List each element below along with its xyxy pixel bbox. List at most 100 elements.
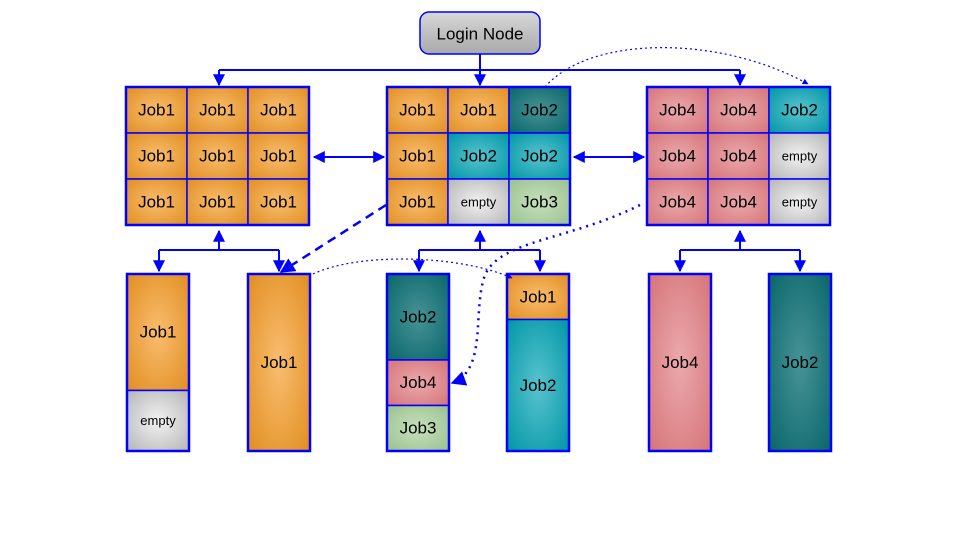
cluster-2-cell-r2c2-label: Job2 [460, 147, 497, 166]
cluster-2-cell-r3c1[interactable]: Job1 [386, 178, 449, 226]
cluster-1-cell-r1c2[interactable]: Job1 [186, 86, 249, 134]
cluster-1-grid-border [124, 85, 311, 227]
connectors [153, 47, 809, 386]
cluster-2-cell-r3c3[interactable]: Job3 [508, 178, 571, 226]
cluster-2-cell-r3c2[interactable]: empty [447, 178, 510, 226]
cluster-2-node-1-slot-3-label: Job3 [400, 419, 437, 438]
cluster-2-cell-r1c3-label: Job2 [521, 101, 558, 120]
cluster-3-cell-r3c1-label: Job4 [659, 193, 696, 212]
cluster-3-node-2-slot-1-label: Job2 [782, 353, 819, 372]
cluster-2-cell-r1c1-label: Job1 [399, 101, 436, 120]
cluster-1-cell-r3c1[interactable]: Job1 [125, 178, 188, 226]
cluster-3-cell-r2c2[interactable]: Job4 [707, 132, 770, 180]
migration-thin-dotted-c2-to-c3 [544, 47, 809, 88]
cluster-3-cell-r3c2[interactable]: Job4 [707, 178, 770, 226]
cluster-2-grid-border [385, 85, 572, 227]
cluster-1-cell-r1c3-label: Job1 [260, 101, 297, 120]
cluster-3-cell-r1c3-label: Job2 [781, 101, 818, 120]
migration-thin-dotted-node-to-node [312, 258, 513, 279]
cluster-1-cell-r3c3[interactable]: Job1 [247, 178, 310, 226]
cluster-3-cell-r1c1-label: Job4 [659, 101, 696, 120]
cluster-3-cell-r2c1[interactable]: Job4 [646, 132, 709, 180]
cluster-2-node-1-slot-3[interactable]: Job3 [386, 404, 450, 452]
cluster-1-cell-r1c2-label: Job1 [199, 101, 236, 120]
cluster-1-node-1-border [125, 272, 191, 453]
cluster-2-node-2-border [505, 272, 571, 453]
cluster-2-node-2-slot-2-label: Job2 [520, 376, 557, 395]
cluster-2-cell-r3c2-label: empty [461, 195, 497, 210]
cluster-1-node-2-slot-1[interactable]: Job1 [247, 273, 311, 452]
cluster-2-cell-r3c1-label: Job1 [399, 193, 436, 212]
cluster-1-cell-r3c2-label: Job1 [199, 193, 236, 212]
cluster-3-cell-r2c3[interactable]: empty [768, 132, 831, 180]
cluster-1-node-1-slot-2-label: empty [140, 413, 176, 428]
cluster-2-cell-r2c3[interactable]: Job2 [508, 132, 571, 180]
cluster-2-node-1-slot-2-label: Job4 [400, 373, 437, 392]
cluster-3-cell-r2c3-label: empty [782, 149, 818, 164]
cluster-1-node-1-slot-1[interactable]: Job1 [126, 273, 190, 392]
cluster-1-node-1-slot-1-label: Job1 [140, 323, 177, 342]
cluster-3-node-2-border [767, 272, 833, 453]
cluster-3-cell-r1c2-label: Job4 [720, 101, 757, 120]
cluster-3-cell-r2c1-label: Job4 [659, 147, 696, 166]
cluster-3-node-1-slot-1-label: Job4 [662, 353, 699, 372]
cluster-2-node-1-slot-1[interactable]: Job2 [386, 273, 450, 361]
cluster-2-cell-r2c3-label: Job2 [521, 147, 558, 166]
cluster-1-cell-r1c3[interactable]: Job1 [247, 86, 310, 134]
cluster-1-cell-r2c2[interactable]: Job1 [186, 132, 249, 180]
login-node[interactable]: Login Node [419, 11, 541, 55]
cluster-2-node-1-slot-1-label: Job2 [400, 307, 437, 326]
cluster-3-cell-r3c1[interactable]: Job4 [646, 178, 709, 226]
cluster-1-node-1-slot-2[interactable]: empty [126, 389, 190, 452]
cluster-1-cell-r3c1-label: Job1 [138, 193, 175, 212]
cluster-1-cell-r2c3[interactable]: Job1 [247, 132, 310, 180]
cluster-3-node-1-border [647, 272, 713, 453]
cluster-3-node-2-slot-1[interactable]: Job2 [768, 273, 832, 452]
cluster-3-cell-r1c3[interactable]: Job2 [768, 86, 831, 134]
cluster-1-cell-r2c1-label: Job1 [138, 147, 175, 166]
cluster-2-node-2-slot-2[interactable]: Job2 [506, 318, 570, 452]
cluster-1-cell-r2c3-label: Job1 [260, 147, 297, 166]
cluster-3-compute-node-2: Job2 [767, 272, 833, 453]
cluster-1-cell-r1c1-label: Job1 [138, 101, 175, 120]
cluster-2-node-2-slot-1-label: Job1 [520, 287, 557, 306]
migration-dashed-c2-to-c1-node [279, 203, 387, 274]
cluster-1-node-2-border [246, 272, 312, 453]
cluster-2-cell-r2c2[interactable]: Job2 [447, 132, 510, 180]
cluster-1-cell-r2c1[interactable]: Job1 [125, 132, 188, 180]
cluster-3-cell-r1c1[interactable]: Job4 [646, 86, 709, 134]
cluster-3-node-1-slot-1[interactable]: Job4 [648, 273, 712, 452]
cluster-2-cell-r1c2[interactable]: Job1 [447, 86, 510, 134]
cluster-3-compute-node-1: Job4 [647, 272, 713, 453]
cluster-2-node-2-slot-1[interactable]: Job1 [506, 273, 570, 321]
cluster-2-node-1-border [385, 272, 451, 453]
cluster-1-cell-r2c2-label: Job1 [199, 147, 236, 166]
cluster-3-cell-r3c3-label: empty [782, 195, 818, 210]
cluster-2-cell-r1c1[interactable]: Job1 [386, 86, 449, 134]
cluster-1-compute-node-2: Job1 [246, 272, 312, 453]
cluster-1-node-2-slot-1-label: Job1 [261, 353, 298, 372]
cluster-3-cell-r3c3[interactable]: empty [768, 178, 831, 226]
cluster-3-grid-border [645, 85, 832, 227]
cluster-1-compute-node-1: Job1 empty [125, 272, 191, 453]
cluster-2-cell-r2c1[interactable]: Job1 [386, 132, 449, 180]
cluster-2-cell-r1c3[interactable]: Job2 [508, 86, 571, 134]
cluster-1-cell-r3c2[interactable]: Job1 [186, 178, 249, 226]
cluster-2-cell-r3c3-label: Job3 [521, 193, 558, 212]
cluster-2-node-1-slot-2[interactable]: Job4 [386, 359, 450, 407]
login-node-label: Login Node [437, 25, 524, 44]
cluster-2-cell-r2c1-label: Job1 [399, 147, 436, 166]
cluster-2-cell-r1c2-label: Job1 [460, 101, 497, 120]
cluster-3-cell-r2c2-label: Job4 [720, 147, 757, 166]
cluster-3-cell-r3c2-label: Job4 [720, 193, 757, 212]
cluster-1-cell-r1c1[interactable]: Job1 [125, 86, 188, 134]
cluster-1-cell-r3c3-label: Job1 [260, 193, 297, 212]
cluster-3-cell-r1c2[interactable]: Job4 [707, 86, 770, 134]
